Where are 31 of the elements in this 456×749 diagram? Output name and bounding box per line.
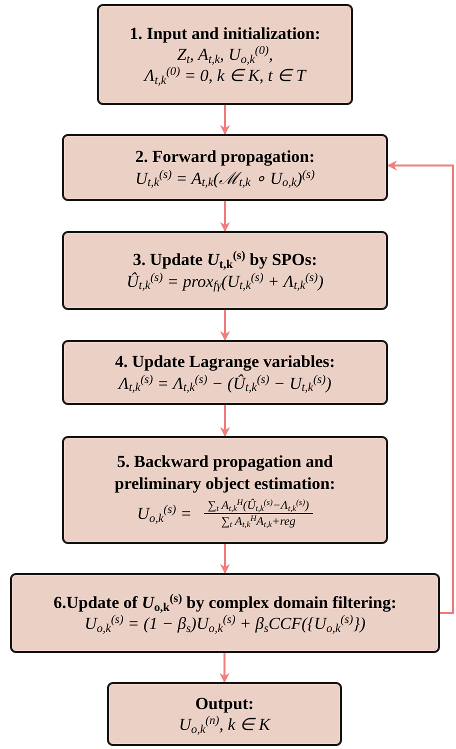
step-heading: 3. Update U$_{t,k}$$^{(s)}$ by SPOs: [132,249,318,270]
step-heading: 2. Forward propagation: [135,146,315,168]
process-box [62,436,388,544]
arrow [387,160,454,614]
step-heading: 6.Update of U$_{o,k}$$^{(s)}$ by complex domain filtering: [53,592,397,613]
formula: U$_{o,k}$$^{(s)}$ = [137,502,192,524]
process-box [10,573,440,653]
arrow [220,653,230,683]
step-heading: 5. Backward propagation and preliminary object estimation: [114,451,336,494]
process-box [97,4,353,105]
step-heading: Output: [195,692,254,714]
arrow [220,405,230,437]
arrow [220,310,230,341]
fraction-numerator: ∑$_{t}$ A$_{t,k}$$^{H}$(Û$_{t,k}$$^{(s)}$−Λ$_{t,k}$$^{(s)}$) [204,498,313,514]
arrow [220,105,230,135]
process-box [62,340,388,405]
formula: U$_{t,k}$$^{(s)}$ = A$_{t,k}$(ℳ$_{t,k}$ ∘ U$_{o,k}$)$^{(s)}$ [135,168,315,189]
fraction-denominator: ∑$_{t}$ A$_{t,k}$$^{H}$A$_{t,k}$+reg [220,514,297,529]
arrow [220,544,230,574]
step-heading: 4. Update Lagrange variables: [114,351,336,372]
process-box [107,682,342,746]
formula: Û$_{t,k}$$^{(s)}$ = prox$_{fγ}$(U$_{t,k}$$^{(s)}$ + Λ$_{t,k}$$^{(s)}$) [126,270,324,292]
formula: Λ$_{t,k}$$^{(0)}$ = 0, k ∈ K, t ∈ T [144,65,306,86]
step-heading: 1. Input and initialization: [130,22,320,44]
arrow [220,201,230,232]
formula: U$_{o,k}$$^{(n)}$, k ∈ K [178,714,270,736]
process-box [62,231,388,310]
formula: U$_{o,k}$$^{(s)}$ = (1 − β$_{s}$)U$_{o,k}$$^{(s)}$ + β$_{s}$CCF({U$_{o,k}$$^{(s)}$}) [84,613,366,634]
formula: Λ$_{t,k}$$^{(s)}$ = Λ$_{t,k}$$^{(s)}$ − (Û$_{t,k}$$^{(s)}$ − U$_{t,k}$$^{(s)}$) [118,372,332,394]
process-box [62,134,388,201]
formula: Z$_{t}$, A$_{t,k}$, U$_{o,k}$$^{(0)}$, [176,44,274,66]
